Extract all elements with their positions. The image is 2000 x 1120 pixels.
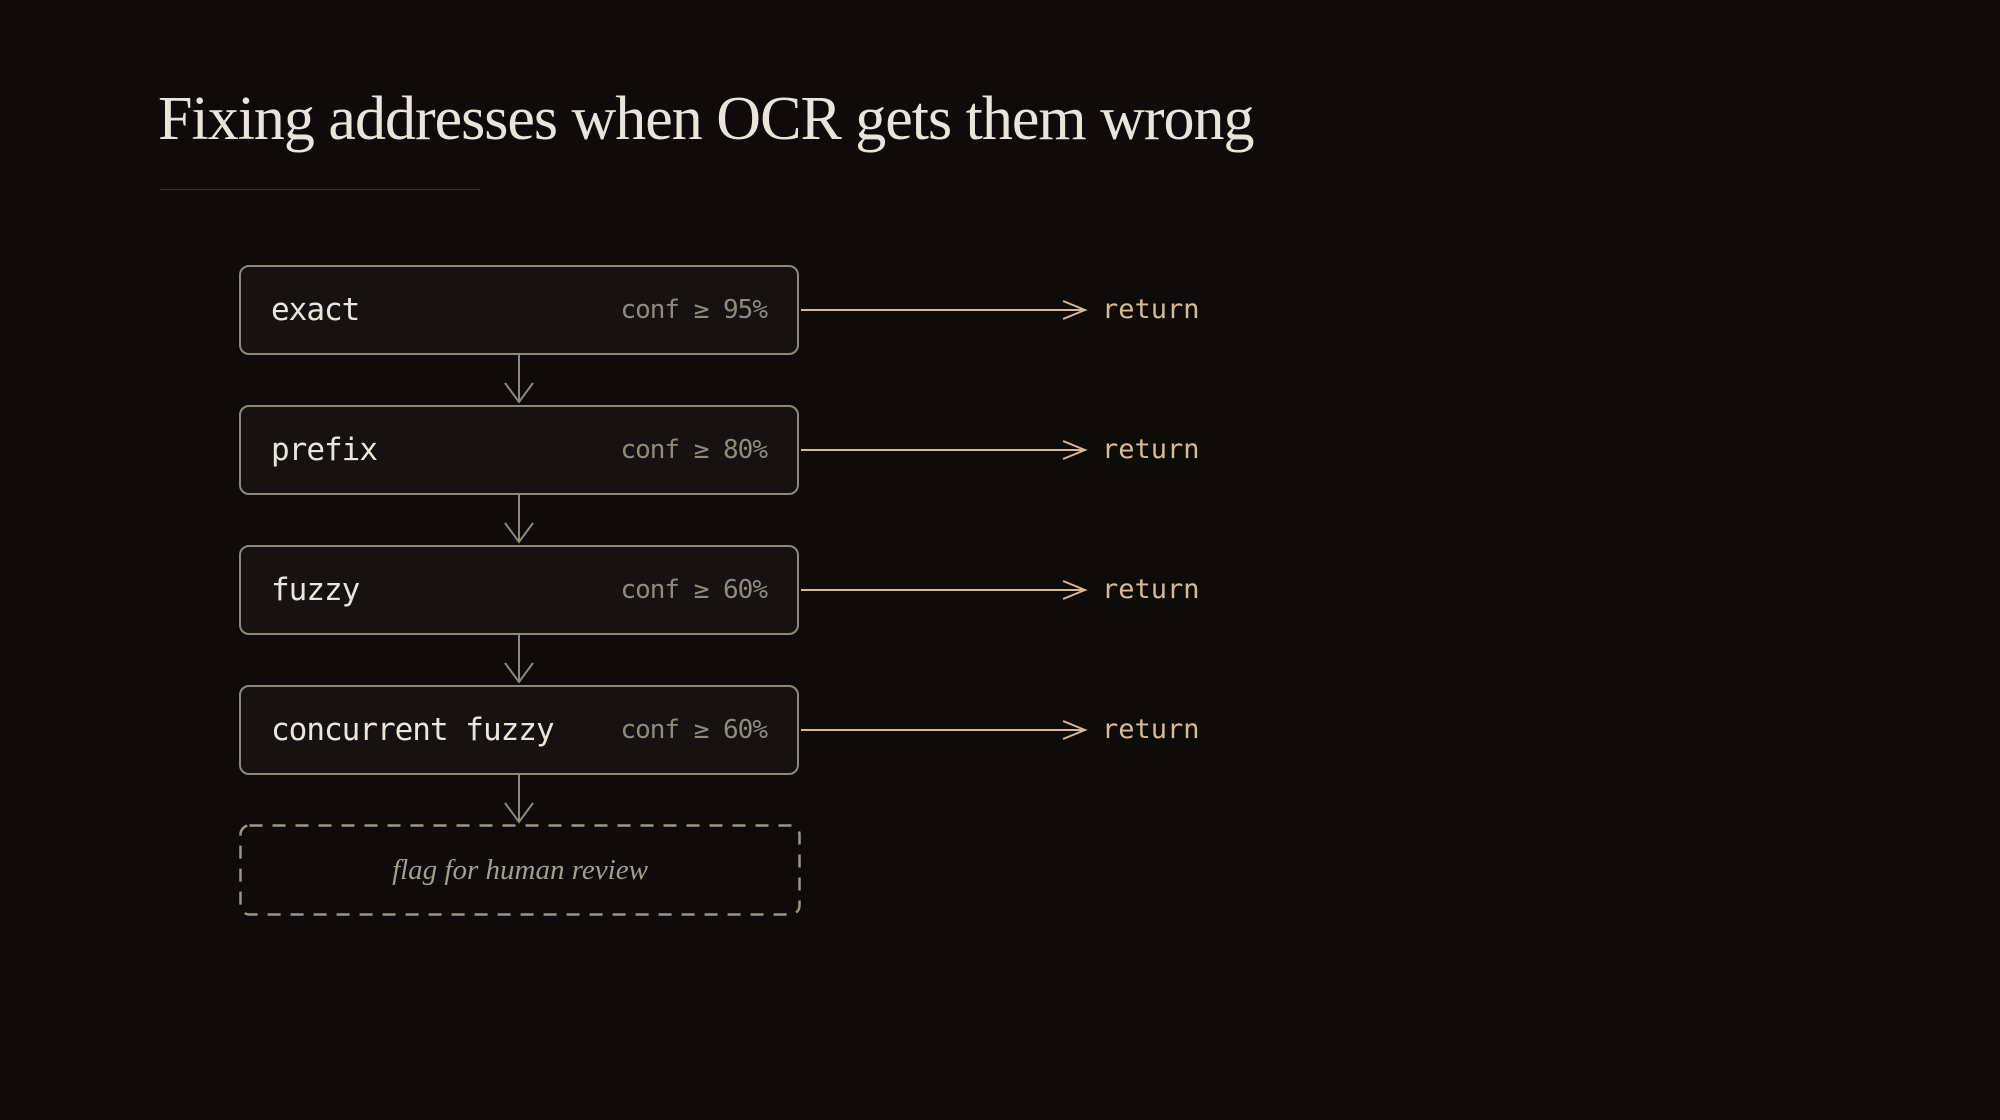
- step-condition: conf ≥ 80%: [620, 435, 768, 465]
- step-label: fuzzy: [271, 572, 360, 608]
- step-condition: conf ≥ 60%: [620, 715, 768, 745]
- step-label: concurrent fuzzy: [271, 712, 555, 748]
- step-box-fuzzy: fuzzy conf ≥ 60%: [239, 545, 799, 635]
- step-label: prefix: [271, 432, 378, 468]
- step-box-prefix: prefix conf ≥ 80%: [239, 405, 799, 495]
- return-arrow-icon: [801, 300, 1088, 320]
- step-box-exact: exact conf ≥ 95%: [239, 265, 799, 355]
- dashed-border: [239, 824, 801, 916]
- return-label: return: [1102, 434, 1200, 465]
- title-divider: [160, 189, 480, 190]
- fallback-label: flag for human review: [392, 853, 648, 886]
- down-arrow-icon: [504, 355, 534, 404]
- return-label: return: [1102, 574, 1200, 605]
- step-condition: conf ≥ 95%: [620, 295, 768, 325]
- fallback-box-human-review: flag for human review: [239, 824, 801, 916]
- return-arrow-icon: [801, 720, 1088, 740]
- return-label: return: [1102, 294, 1200, 325]
- page-title: Fixing addresses when OCR gets them wron…: [158, 85, 1255, 153]
- return-arrow-icon: [801, 580, 1088, 600]
- down-arrow-icon: [504, 775, 534, 824]
- step-box-concurrent-fuzzy: concurrent fuzzy conf ≥ 60%: [239, 685, 799, 775]
- down-arrow-icon: [504, 635, 534, 684]
- return-label: return: [1102, 714, 1200, 745]
- down-arrow-icon: [504, 495, 534, 544]
- step-label: exact: [271, 292, 360, 328]
- step-condition: conf ≥ 60%: [620, 575, 768, 605]
- return-arrow-icon: [801, 440, 1088, 460]
